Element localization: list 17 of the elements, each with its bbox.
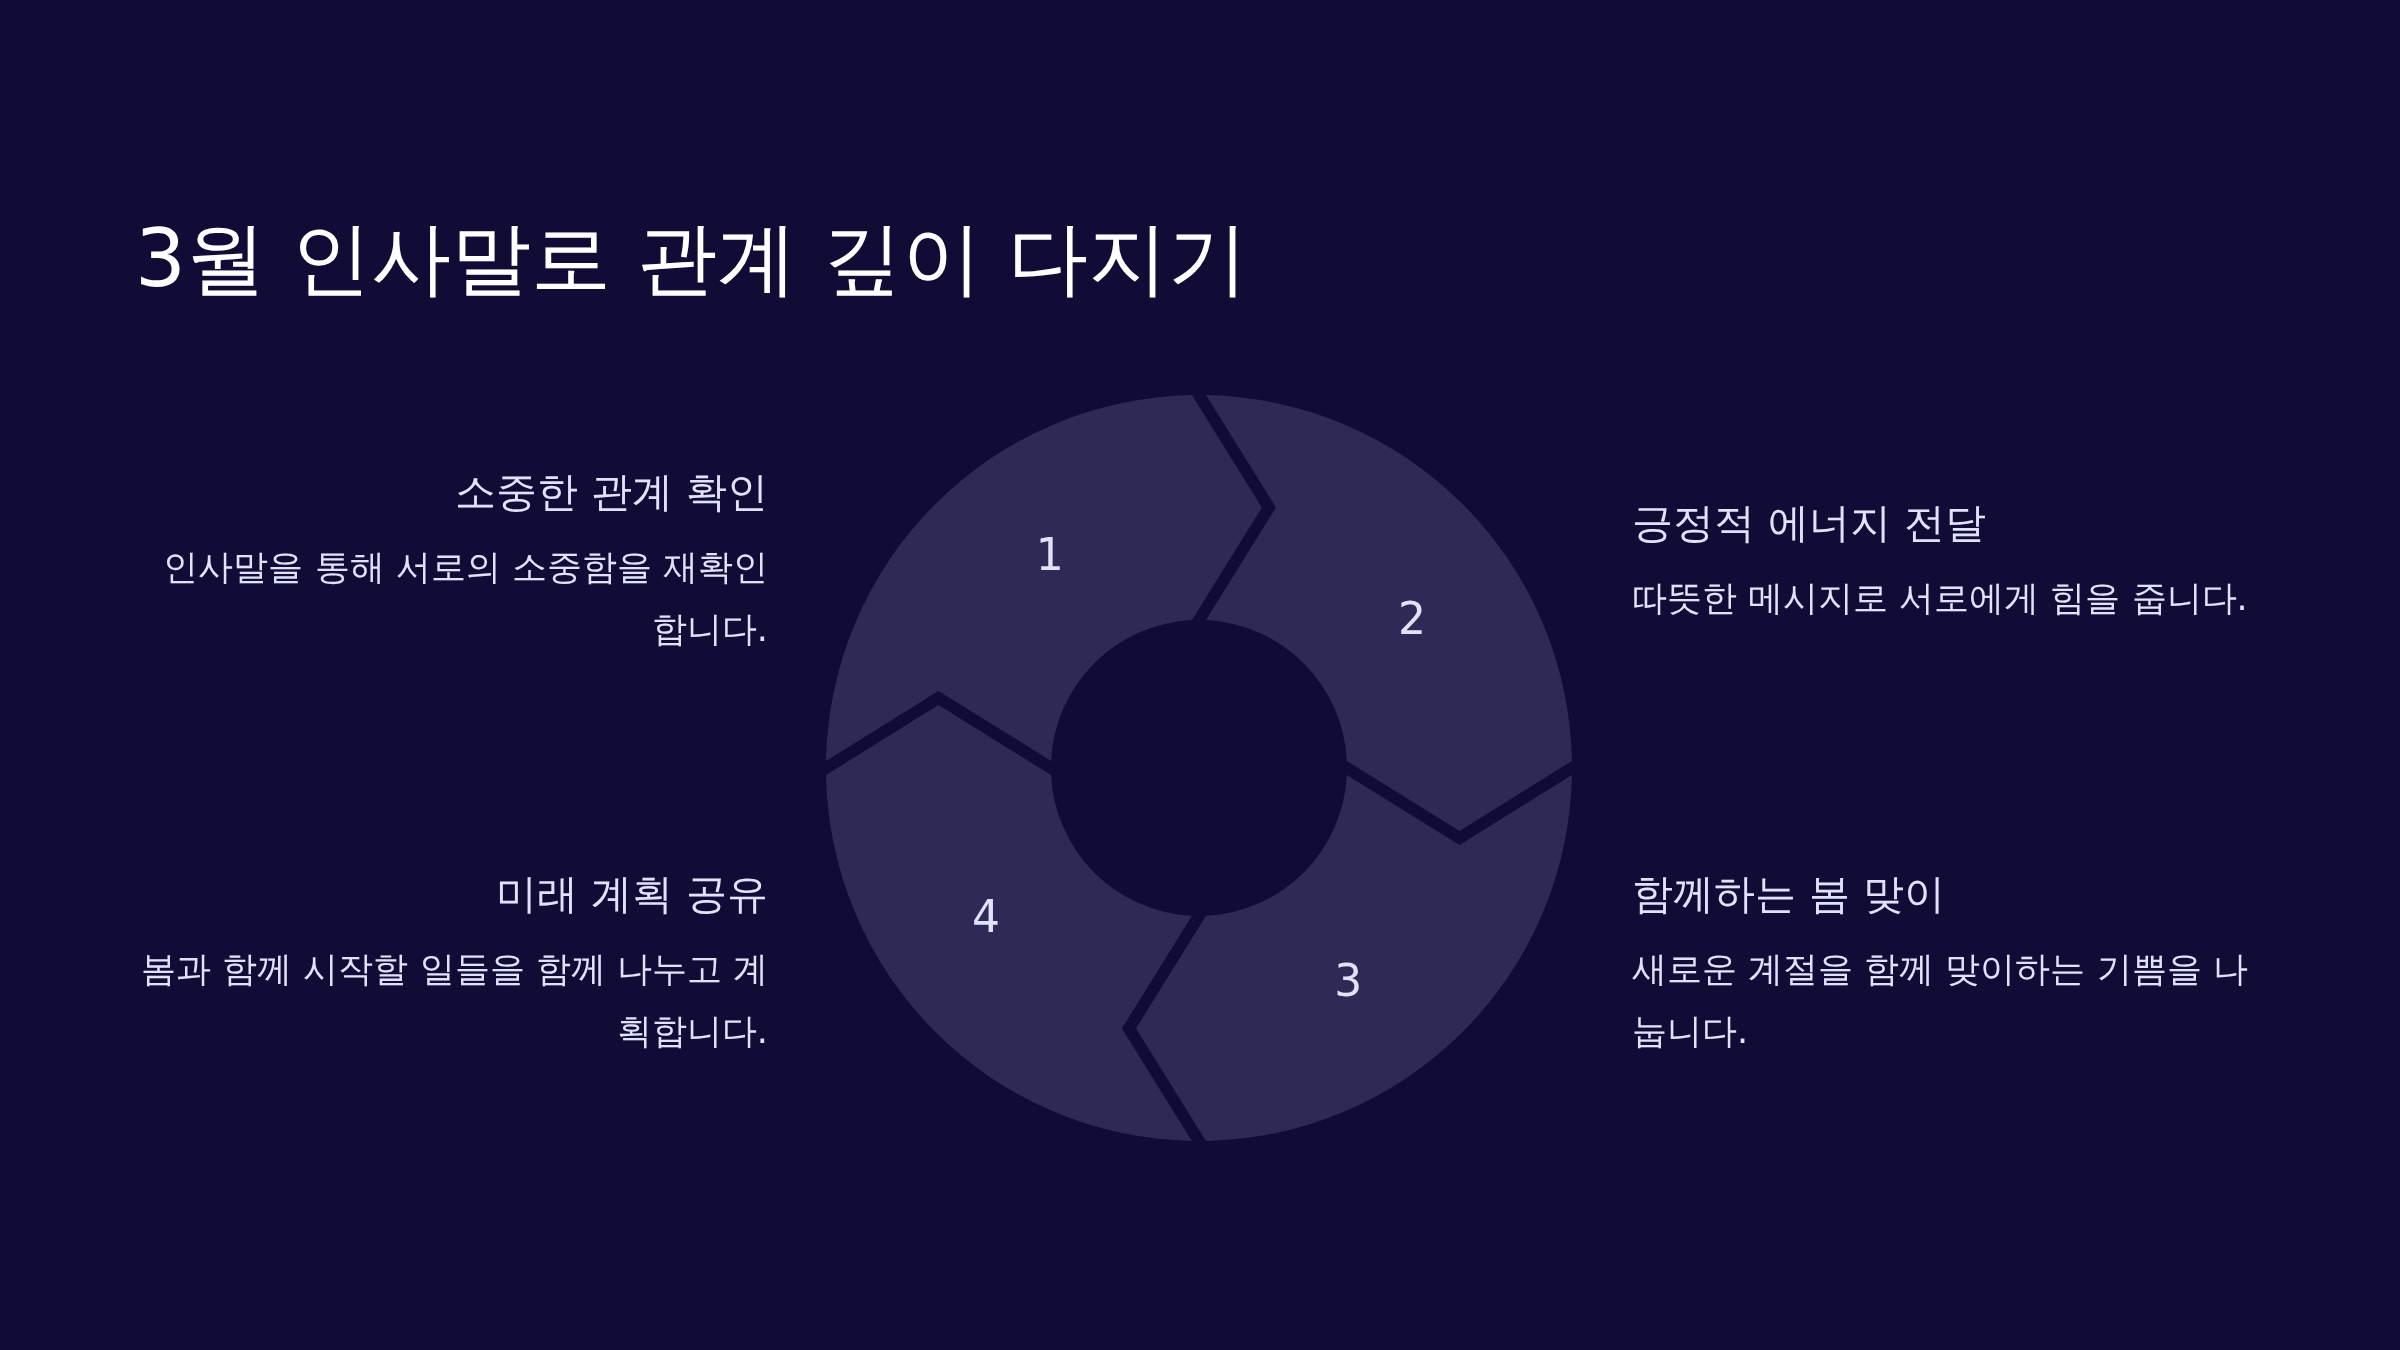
- ring-arrow-segment: [1206, 395, 1572, 831]
- step-heading: 미래 계획 공유: [495, 869, 768, 921]
- step-heading: 함께하는 봄 맞이: [1632, 869, 1946, 921]
- step-heading: 긍정적 에너지 전달: [1632, 497, 1987, 549]
- ring-arrow-segment: [1136, 775, 1572, 1141]
- step-description: 인사말을 통해 서로의 소중함을 재확인합니다.: [162, 546, 768, 651]
- step-number: 1: [1035, 533, 1064, 577]
- step-heading: 소중한 관계 확인: [454, 467, 768, 519]
- ring-arrow-segment: [826, 395, 1262, 761]
- step-number: 2: [1397, 596, 1426, 641]
- step-number: 4: [972, 895, 1000, 940]
- diagram-title: 3월 인사말로 관계 깊이 다지기: [135, 211, 1248, 307]
- step-number: 3: [1334, 958, 1363, 1003]
- ring-arrow-segment: [826, 705, 1192, 1141]
- step-description: 따뜻한 메시지로 서로에게 힘을 줍니다.: [1632, 577, 2248, 620]
- step-description: 새로운 계절을 함께 맞이하는 기쁨을 나눕니다.: [1632, 948, 2249, 1053]
- step-description: 봄과 함께 시작할 일들을 함께 나누고 계획합니다.: [140, 948, 768, 1053]
